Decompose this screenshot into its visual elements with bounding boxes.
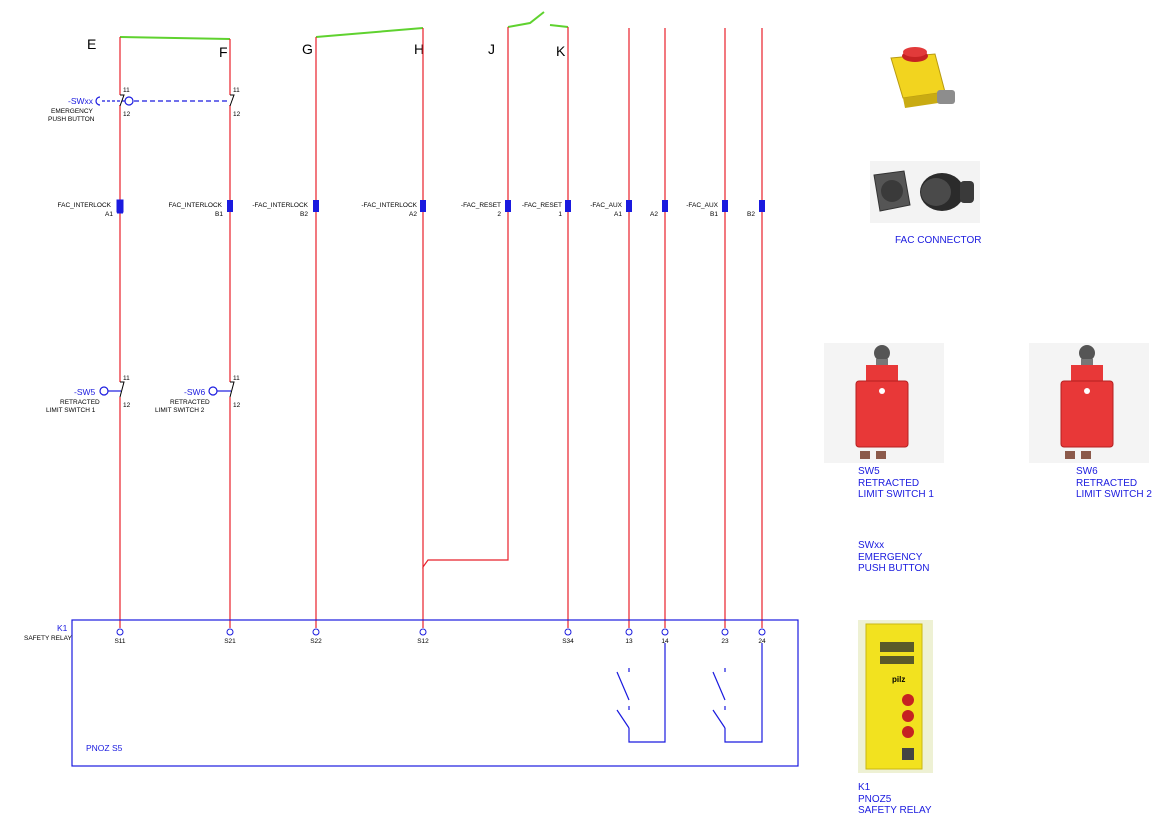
- connector-name: -FAC_AUX: [686, 202, 718, 209]
- connector-pin-label: A1: [614, 211, 622, 218]
- relay-desc: SAFETY RELAY: [24, 635, 72, 642]
- column-label-k: K: [556, 43, 566, 59]
- sw6-tag: -SW6: [184, 387, 206, 397]
- column-label-g: G: [302, 41, 313, 57]
- mushroom-head-icon: [95, 96, 101, 106]
- fac-connector-caption: FAC CONNECTOR: [895, 235, 982, 246]
- connector-pin-label: B1: [710, 211, 718, 218]
- connector-pin: A2: [650, 200, 668, 218]
- terminal-number: 11: [123, 87, 130, 94]
- terminal-number: 12: [233, 111, 241, 118]
- relay-tag: K1: [57, 623, 68, 633]
- sw5-desc-1: RETRACTED: [60, 399, 100, 406]
- swxx-tag: -SWxx: [68, 96, 94, 106]
- terminal-label: S11: [114, 638, 125, 645]
- terminal-label: 14: [661, 638, 669, 645]
- sw6-limit-switch-symbol: -SW6 RETRACTED LIMIT SWITCH 2 11 12: [155, 375, 241, 414]
- sw5-tag: -SW5: [74, 387, 96, 397]
- sw6-desc-1: RETRACTED: [170, 399, 210, 406]
- roller-icon: [208, 386, 218, 396]
- terminal-number: 12: [233, 402, 241, 409]
- relay-model: PNOZ S5: [86, 743, 123, 753]
- safety-relay-photo: pilz: [858, 620, 933, 773]
- connector-pin: -FAC_RESET 2: [461, 200, 511, 218]
- connector-pin: -FAC_AUX A1: [590, 200, 632, 218]
- connector-pin-label: 1: [558, 211, 562, 218]
- terminal-label: S34: [562, 638, 574, 645]
- connector-pin: -FAC_AUX B1: [686, 200, 728, 218]
- column-label-f: F: [219, 44, 228, 60]
- connector-pin-label: B2: [300, 211, 308, 218]
- connector-pin: -FAC_INTERLOCK B2: [252, 200, 319, 218]
- connector-pin-label: B1: [215, 211, 223, 218]
- relay-terminals: [116, 628, 766, 636]
- column-label-j: J: [488, 41, 495, 57]
- safety-relay-block: K1 SAFETY RELAY PNOZ S5 S11 S21 S22 S12 …: [24, 619, 799, 767]
- connector-name: -FAC_INTERLOCK: [361, 202, 417, 209]
- emergency-push-button-symbol: -SWxx EMERGENCY PUSH BUTTON 11 12 11 12: [48, 87, 241, 123]
- terminal-label: 13: [625, 638, 633, 645]
- connector-pin-label: A2: [650, 211, 658, 218]
- connector-pin-label: A1: [105, 211, 113, 218]
- sw5-limit-switch-symbol: -SW5 RETRACTED LIMIT SWITCH 1 11 12: [46, 375, 131, 414]
- wires: [119, 27, 763, 628]
- terminal-label: 24: [758, 638, 766, 645]
- sw6-switch-photo: [1029, 343, 1149, 463]
- connector-name: -FAC_AUX: [590, 202, 622, 209]
- terminal-label: 23: [721, 638, 729, 645]
- column-label-h: H: [414, 41, 424, 57]
- sw6-desc-2: LIMIT SWITCH 2: [155, 407, 205, 414]
- contact-13-14: [616, 643, 666, 743]
- connector-name: -FAC_RESET: [522, 202, 562, 209]
- terminal-number: 12: [123, 111, 131, 118]
- terminal-label: S21: [224, 638, 236, 645]
- contact-23-24: [712, 643, 763, 743]
- sw5-switch-photo: [824, 343, 944, 463]
- emergency-button-photo: [890, 47, 955, 108]
- connector-name: -FAC_RESET: [461, 202, 501, 209]
- reset-bridge-contact: [507, 11, 545, 28]
- terminal-number: 12: [123, 402, 131, 409]
- connector-pin: -FAC_RESET 1: [522, 200, 571, 218]
- connector-pin: FAC_INTERLOCK A1: [58, 199, 124, 218]
- connector-name: -FAC_INTERLOCK: [252, 202, 308, 209]
- sw6-caption: SW6 RETRACTED LIMIT SWITCH 2: [1076, 466, 1152, 500]
- terminal-number: 11: [233, 87, 240, 94]
- connector-pin: B2: [747, 200, 765, 218]
- swxx-desc-2: PUSH BUTTON: [48, 116, 95, 123]
- column-label-e: E: [87, 36, 96, 52]
- terminal-number: 11: [233, 375, 240, 382]
- terminal-number: 11: [123, 375, 130, 382]
- connector-name: FAC_INTERLOCK: [58, 202, 112, 209]
- reset-bridge-end: [549, 24, 569, 28]
- swxx-caption: SWxx EMERGENCY PUSH BUTTON: [858, 540, 930, 574]
- fac-connector-photo: [870, 161, 980, 223]
- connector-name: FAC_INTERLOCK: [169, 202, 223, 209]
- connector-pins: FAC_INTERLOCK A1 FAC_INTERLOCK B1 -FAC_I…: [58, 199, 765, 218]
- connector-pin: FAC_INTERLOCK B1: [169, 200, 233, 218]
- connector-pin-label: 2: [497, 211, 501, 218]
- bridge-g-h: [315, 27, 424, 38]
- latch-icon: [124, 96, 134, 106]
- k1-caption: K1 PNOZ5 SAFETY RELAY: [858, 782, 932, 816]
- terminal-label: S22: [310, 638, 322, 645]
- terminal-label: S12: [417, 638, 429, 645]
- connector-pin-label: B2: [747, 211, 755, 218]
- sw5-desc-2: LIMIT SWITCH 1: [46, 407, 96, 414]
- bridge-e-f: [119, 36, 231, 40]
- connector-pin: -FAC_INTERLOCK A2: [361, 200, 426, 218]
- relay-brand: pilz: [892, 675, 905, 684]
- sw5-caption: SW5 RETRACTED LIMIT SWITCH 1: [858, 466, 934, 500]
- connector-pin-label: A2: [409, 211, 417, 218]
- swxx-desc-1: EMERGENCY: [51, 108, 94, 115]
- roller-icon: [99, 386, 109, 396]
